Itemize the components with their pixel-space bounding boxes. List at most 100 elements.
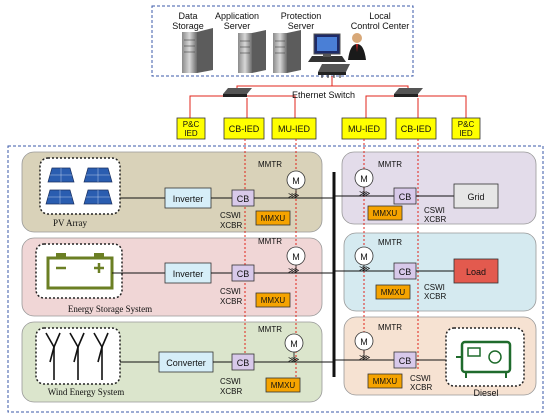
ess-xcbr-label: XCBR — [220, 297, 242, 306]
local-control-center: Local Control Center — [308, 11, 409, 62]
ess-cswi-label: CSWI — [220, 287, 241, 296]
pc-ied-left-label-1: P&C — [183, 120, 200, 129]
load-meter-label: M — [360, 252, 368, 262]
load-xcbr-label: XCBR — [424, 292, 446, 301]
wind-mmxu-box — [265, 377, 301, 393]
diesel-generator-icon — [445, 327, 525, 387]
operator-workstation-icon — [308, 33, 366, 62]
grid-cswi-label: CSWI — [424, 206, 445, 215]
protection-server-label-1: Protection — [281, 11, 322, 21]
protection-server: Protection Server — [273, 11, 321, 73]
application-server-label-2: Server — [224, 21, 251, 31]
wind-turbines-icon — [35, 327, 121, 385]
wind-meter-label: M — [290, 339, 298, 349]
pv-array-label: PV Array — [53, 218, 88, 228]
diesel-xcbr-label: XCBR — [410, 383, 432, 392]
pc-ied-right-label-2: IED — [459, 129, 473, 138]
cb-ied-left-box — [223, 117, 265, 140]
ess-ct-symbol: ⋙ — [288, 266, 299, 275]
ess-inverter-label: Inverter — [173, 269, 204, 279]
cb-ied-right-label: CB-IED — [401, 124, 432, 134]
load-mmxu-box — [375, 284, 411, 300]
server-icon — [238, 30, 266, 73]
wind-cb-label: CB — [237, 358, 250, 368]
ess-mmxu-box — [255, 292, 291, 308]
wind-cswi-label: CSWI — [220, 377, 241, 386]
pv-xcbr-label: XCBR — [220, 221, 242, 230]
pv-mmxu-box — [255, 210, 291, 226]
mu-ied-right-label: MU-IED — [348, 124, 380, 134]
mu-ied-left-label: MU-IED — [278, 124, 310, 134]
pv-cb-label: CB — [237, 194, 250, 204]
field-area-box — [7, 145, 544, 413]
ess-label: Energy Storage System — [68, 304, 152, 314]
cb-ied-right-box — [395, 117, 437, 140]
diesel-cswi-label: CSWI — [410, 374, 431, 383]
ethernet-switch-right-icon — [394, 88, 423, 97]
wind-mmtr-label: MMTR — [258, 325, 282, 334]
application-server-label-1: Application — [215, 11, 259, 21]
pc-ied-left-box — [176, 117, 206, 140]
pv-row: Inverter CB ⋙ M MMTR CSWI XCBR MMXU — [120, 160, 334, 230]
diesel-mmxu-box — [367, 373, 403, 389]
grid-row: ⋙ M MMTR CB Grid MMXU CSWI XCBR — [334, 160, 499, 224]
data-storage-label-1: Data — [178, 11, 197, 21]
server-icon — [273, 30, 301, 73]
ess-meter-label: M — [292, 252, 300, 262]
grid-ct-symbol: ⋙ — [359, 189, 370, 198]
data-storage-label-2: Storage — [172, 21, 204, 31]
grid-xcbr-label: XCBR — [424, 215, 446, 224]
load-mmtr-label: MMTR — [378, 238, 402, 247]
pv-meter-label: M — [292, 176, 300, 186]
server-icon — [182, 28, 213, 73]
diesel-mmtr-label: MMTR — [378, 323, 402, 332]
grid-label: Grid — [467, 192, 484, 202]
diesel-label: Diesel — [473, 388, 498, 398]
pv-mmxu-label: MMXU — [261, 214, 286, 223]
cb-ied-left-label: CB-IED — [229, 124, 260, 134]
battery-icon — [35, 243, 123, 299]
ess-mmxu-label: MMXU — [261, 296, 286, 305]
application-server: Application Server — [215, 11, 266, 73]
local-control-center-label-1: Local — [369, 11, 391, 21]
ethernet-switch-label: Ethernet Switch — [292, 90, 355, 100]
grid-mmxu-box — [367, 205, 403, 221]
pv-ct-symbol: ⋙ — [288, 191, 299, 200]
ied-row: P&C IED CB-IED MU-IED MU-IED CB-IED P&C … — [176, 117, 481, 140]
load-box — [453, 258, 499, 284]
wind-label: Wind Energy System — [48, 387, 124, 397]
grid-meter-label: M — [360, 174, 368, 184]
ess-mmtr-label: MMTR — [258, 237, 282, 246]
load-cswi-label: CSWI — [424, 283, 445, 292]
diesel-mmxu-label: MMXU — [373, 377, 398, 386]
load-ct-symbol: ⋙ — [359, 264, 370, 273]
wind-mmxu-label: MMXU — [271, 381, 296, 390]
diesel-meter-label: M — [360, 337, 368, 347]
grid-cb-label: CB — [399, 192, 412, 202]
pc-ied-left-label-2: IED — [184, 129, 198, 138]
mu-ied-left-box — [271, 117, 317, 140]
wind-row: Converter CB ⋙ M MMTR CSWI XCBR MMXU — [120, 325, 334, 396]
pv-cswi-label: CSWI — [220, 211, 241, 220]
load-row: ⋙ M MMTR CB Load MMXU CSWI XCBR — [334, 238, 499, 301]
diesel-ct-symbol: ⋙ — [359, 353, 370, 362]
grid-box — [453, 183, 499, 209]
ethernet-switch-left-icon — [223, 88, 252, 97]
grid-mmtr-label: MMTR — [378, 160, 402, 169]
pv-array-icon — [39, 157, 121, 215]
load-mmxu-label: MMXU — [381, 288, 406, 297]
wind-converter-label: Converter — [166, 358, 206, 368]
ess-row: Inverter CB ⋙ M MMTR CSWI XCBR MMXU — [112, 237, 334, 308]
wind-xcbr-label: XCBR — [220, 387, 242, 396]
pv-mmtr-label: MMTR — [258, 160, 282, 169]
diesel-cb-label: CB — [399, 356, 412, 366]
protection-server-label-2: Server — [288, 21, 315, 31]
load-cb-label: CB — [399, 267, 412, 277]
ess-cb-label: CB — [237, 269, 250, 279]
pc-ied-right-label-1: P&C — [458, 120, 475, 129]
data-storage-server: Data Storage — [172, 11, 213, 73]
diesel-row: ⋙ M MMTR CB MMXU CSWI XCBR Diesel — [334, 323, 525, 398]
pv-inverter-label: Inverter — [173, 194, 204, 204]
load-label: Load — [466, 267, 486, 277]
